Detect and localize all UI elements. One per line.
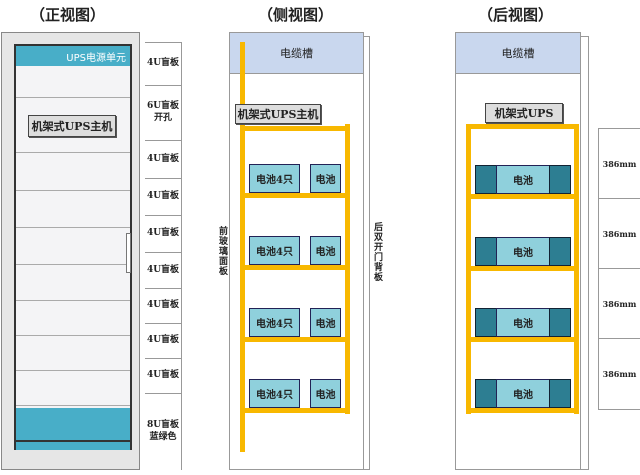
battery-end bbox=[549, 165, 571, 194]
rack-ups-host-rear: 机架式UPS bbox=[485, 103, 563, 123]
front-rack-interior: UPS电源单元 机架式UPS主机 bbox=[14, 44, 132, 450]
rack-side-edge bbox=[364, 36, 370, 470]
label: 4U盲板 bbox=[145, 178, 182, 215]
dimension-label: 386mm bbox=[598, 268, 640, 338]
shelf bbox=[16, 153, 130, 191]
battery-label: 电池 bbox=[496, 165, 550, 194]
front-rack: UPS电源单元 机架式UPS主机 bbox=[1, 32, 140, 470]
door-handle[interactable] bbox=[126, 233, 131, 273]
shelf bbox=[16, 265, 130, 301]
shelf bbox=[16, 228, 130, 265]
label: 4U盲板 bbox=[145, 323, 182, 358]
battery-rear: 电池 bbox=[475, 379, 571, 408]
rack-side-edge bbox=[581, 36, 589, 470]
battery: 电池 bbox=[310, 236, 341, 265]
shelf bbox=[16, 191, 130, 228]
shelf bbox=[16, 301, 130, 336]
shelf-bar bbox=[466, 194, 579, 199]
shelf-bar bbox=[240, 265, 350, 270]
blank-panel-teal bbox=[16, 442, 130, 450]
battery: 电池 bbox=[310, 379, 341, 408]
battery-4: 电池4只 bbox=[249, 308, 300, 337]
battery-end bbox=[475, 237, 497, 266]
rack-ups-host: 机架式UPS主机 bbox=[235, 104, 321, 124]
shelf bbox=[16, 66, 130, 98]
battery-end bbox=[549, 237, 571, 266]
shelf-bar bbox=[240, 193, 350, 198]
battery-rear: 电池 bbox=[475, 237, 571, 266]
battery-rear: 电池 bbox=[475, 308, 571, 337]
dimension-label: 386mm bbox=[598, 128, 640, 198]
shelf-bar bbox=[240, 408, 350, 413]
battery-end bbox=[475, 165, 497, 194]
battery-4: 电池4只 bbox=[249, 236, 300, 265]
battery-end bbox=[549, 379, 571, 408]
battery: 电池 bbox=[310, 164, 341, 193]
shelf-bar bbox=[466, 124, 579, 129]
ups-power-unit: UPS电源单元 bbox=[16, 46, 130, 66]
cable-trough: 电缆槽 bbox=[230, 33, 363, 74]
cable-trough: 电缆槽 bbox=[456, 33, 580, 74]
cable-vertical bbox=[240, 42, 245, 452]
label: 4U盲板 bbox=[145, 42, 182, 85]
battery-4: 电池4只 bbox=[249, 379, 300, 408]
shelf-bar bbox=[466, 266, 579, 271]
dimension-label: 386mm bbox=[598, 338, 640, 410]
front-labels: 4U盲板 6U盲板 开孔 4U盲板 4U盲板 4U盲板 4U盲板 4U盲板 4U… bbox=[145, 42, 182, 470]
front-glass-panel-label: 前玻璃面板 bbox=[217, 226, 227, 276]
rack-ups-host: 机架式UPS主机 bbox=[28, 115, 116, 137]
label: 4U盲板 bbox=[145, 140, 182, 178]
shelf-bar bbox=[240, 337, 350, 342]
battery-4: 电池4只 bbox=[249, 164, 300, 193]
shelf-bar bbox=[466, 337, 579, 342]
battery-label: 电池 bbox=[496, 237, 550, 266]
label: 4U盲板 bbox=[145, 252, 182, 288]
front-view-title: （正视图） bbox=[30, 6, 106, 24]
label: 4U盲板 bbox=[145, 358, 182, 393]
battery-end bbox=[475, 308, 497, 337]
rear-view-title: （后视图） bbox=[478, 6, 554, 24]
side-view-title: （侧视图） bbox=[258, 6, 334, 24]
label: 4U盲板 bbox=[145, 288, 182, 323]
rear-door-panel-label: 后双开门背板 bbox=[372, 222, 382, 282]
dimension-label: 386mm bbox=[598, 198, 640, 268]
battery-end bbox=[549, 308, 571, 337]
shelf-bar bbox=[466, 408, 579, 413]
battery-rear: 电池 bbox=[475, 165, 571, 194]
battery-label: 电池 bbox=[496, 379, 550, 408]
shelf bbox=[16, 336, 130, 371]
battery: 电池 bbox=[310, 308, 341, 337]
label: 6U盲板 开孔 bbox=[145, 85, 182, 140]
battery-label: 电池 bbox=[496, 308, 550, 337]
label: 8U盲板 蓝绿色 bbox=[145, 393, 182, 470]
shelf bbox=[16, 371, 130, 406]
battery-end bbox=[475, 379, 497, 408]
blank-panel-teal bbox=[16, 408, 130, 442]
shelf-bar bbox=[240, 126, 350, 131]
label: 4U盲板 bbox=[145, 215, 182, 252]
